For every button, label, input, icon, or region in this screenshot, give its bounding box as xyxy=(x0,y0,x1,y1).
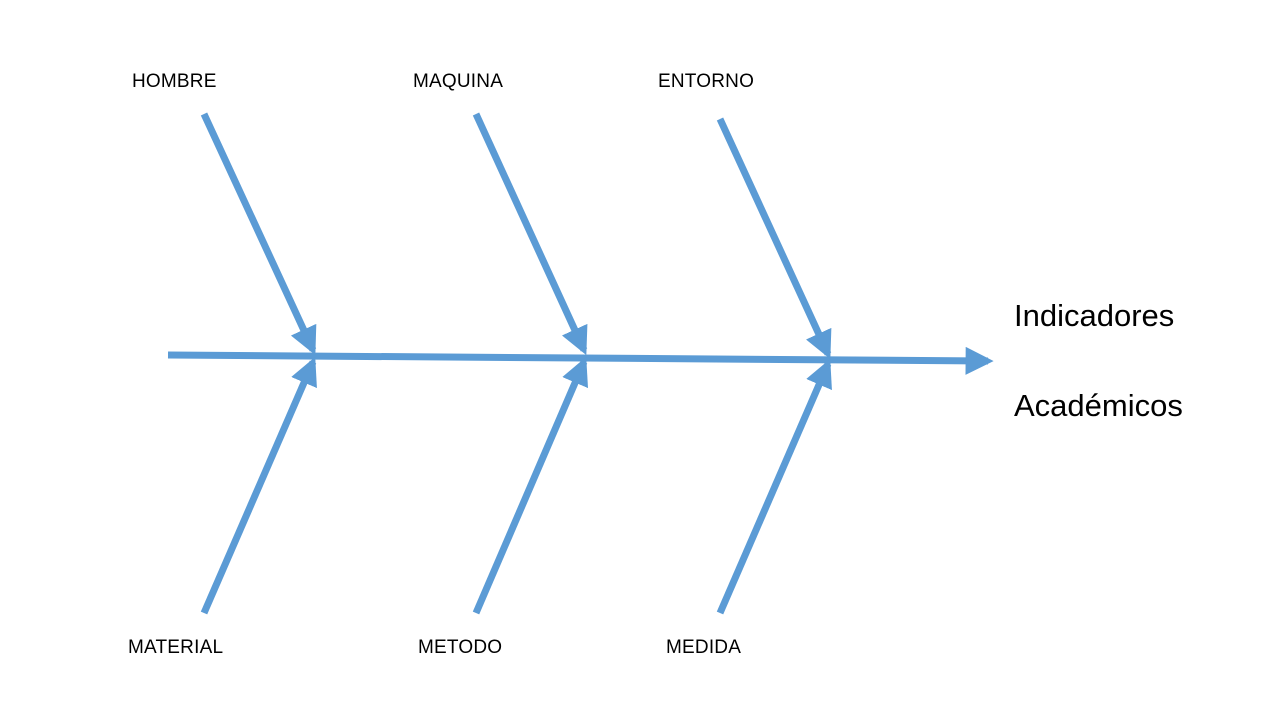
cause-label-metodo: METODO xyxy=(418,637,503,658)
bone-metodo-arrow xyxy=(472,356,589,615)
cause-label-material: MATERIAL xyxy=(128,637,224,658)
bone-hombre-arrow xyxy=(200,112,317,356)
spine-arrow xyxy=(167,346,994,375)
effect-label-line1: Indicadores xyxy=(1014,298,1175,333)
bone-maquina-arrow xyxy=(472,112,588,356)
cause-label-entorno: ENTORNO xyxy=(658,71,755,92)
bone-medida-arrow xyxy=(716,358,832,615)
effect-label-line2: Académicos xyxy=(1014,388,1183,423)
bone-entorno-arrow xyxy=(716,117,832,360)
cause-label-hombre: HOMBRE xyxy=(132,71,217,92)
cause-label-medida: MEDIDA xyxy=(666,637,742,658)
bone-material-arrow xyxy=(200,356,317,615)
cause-label-maquina: MAQUINA xyxy=(413,71,504,92)
